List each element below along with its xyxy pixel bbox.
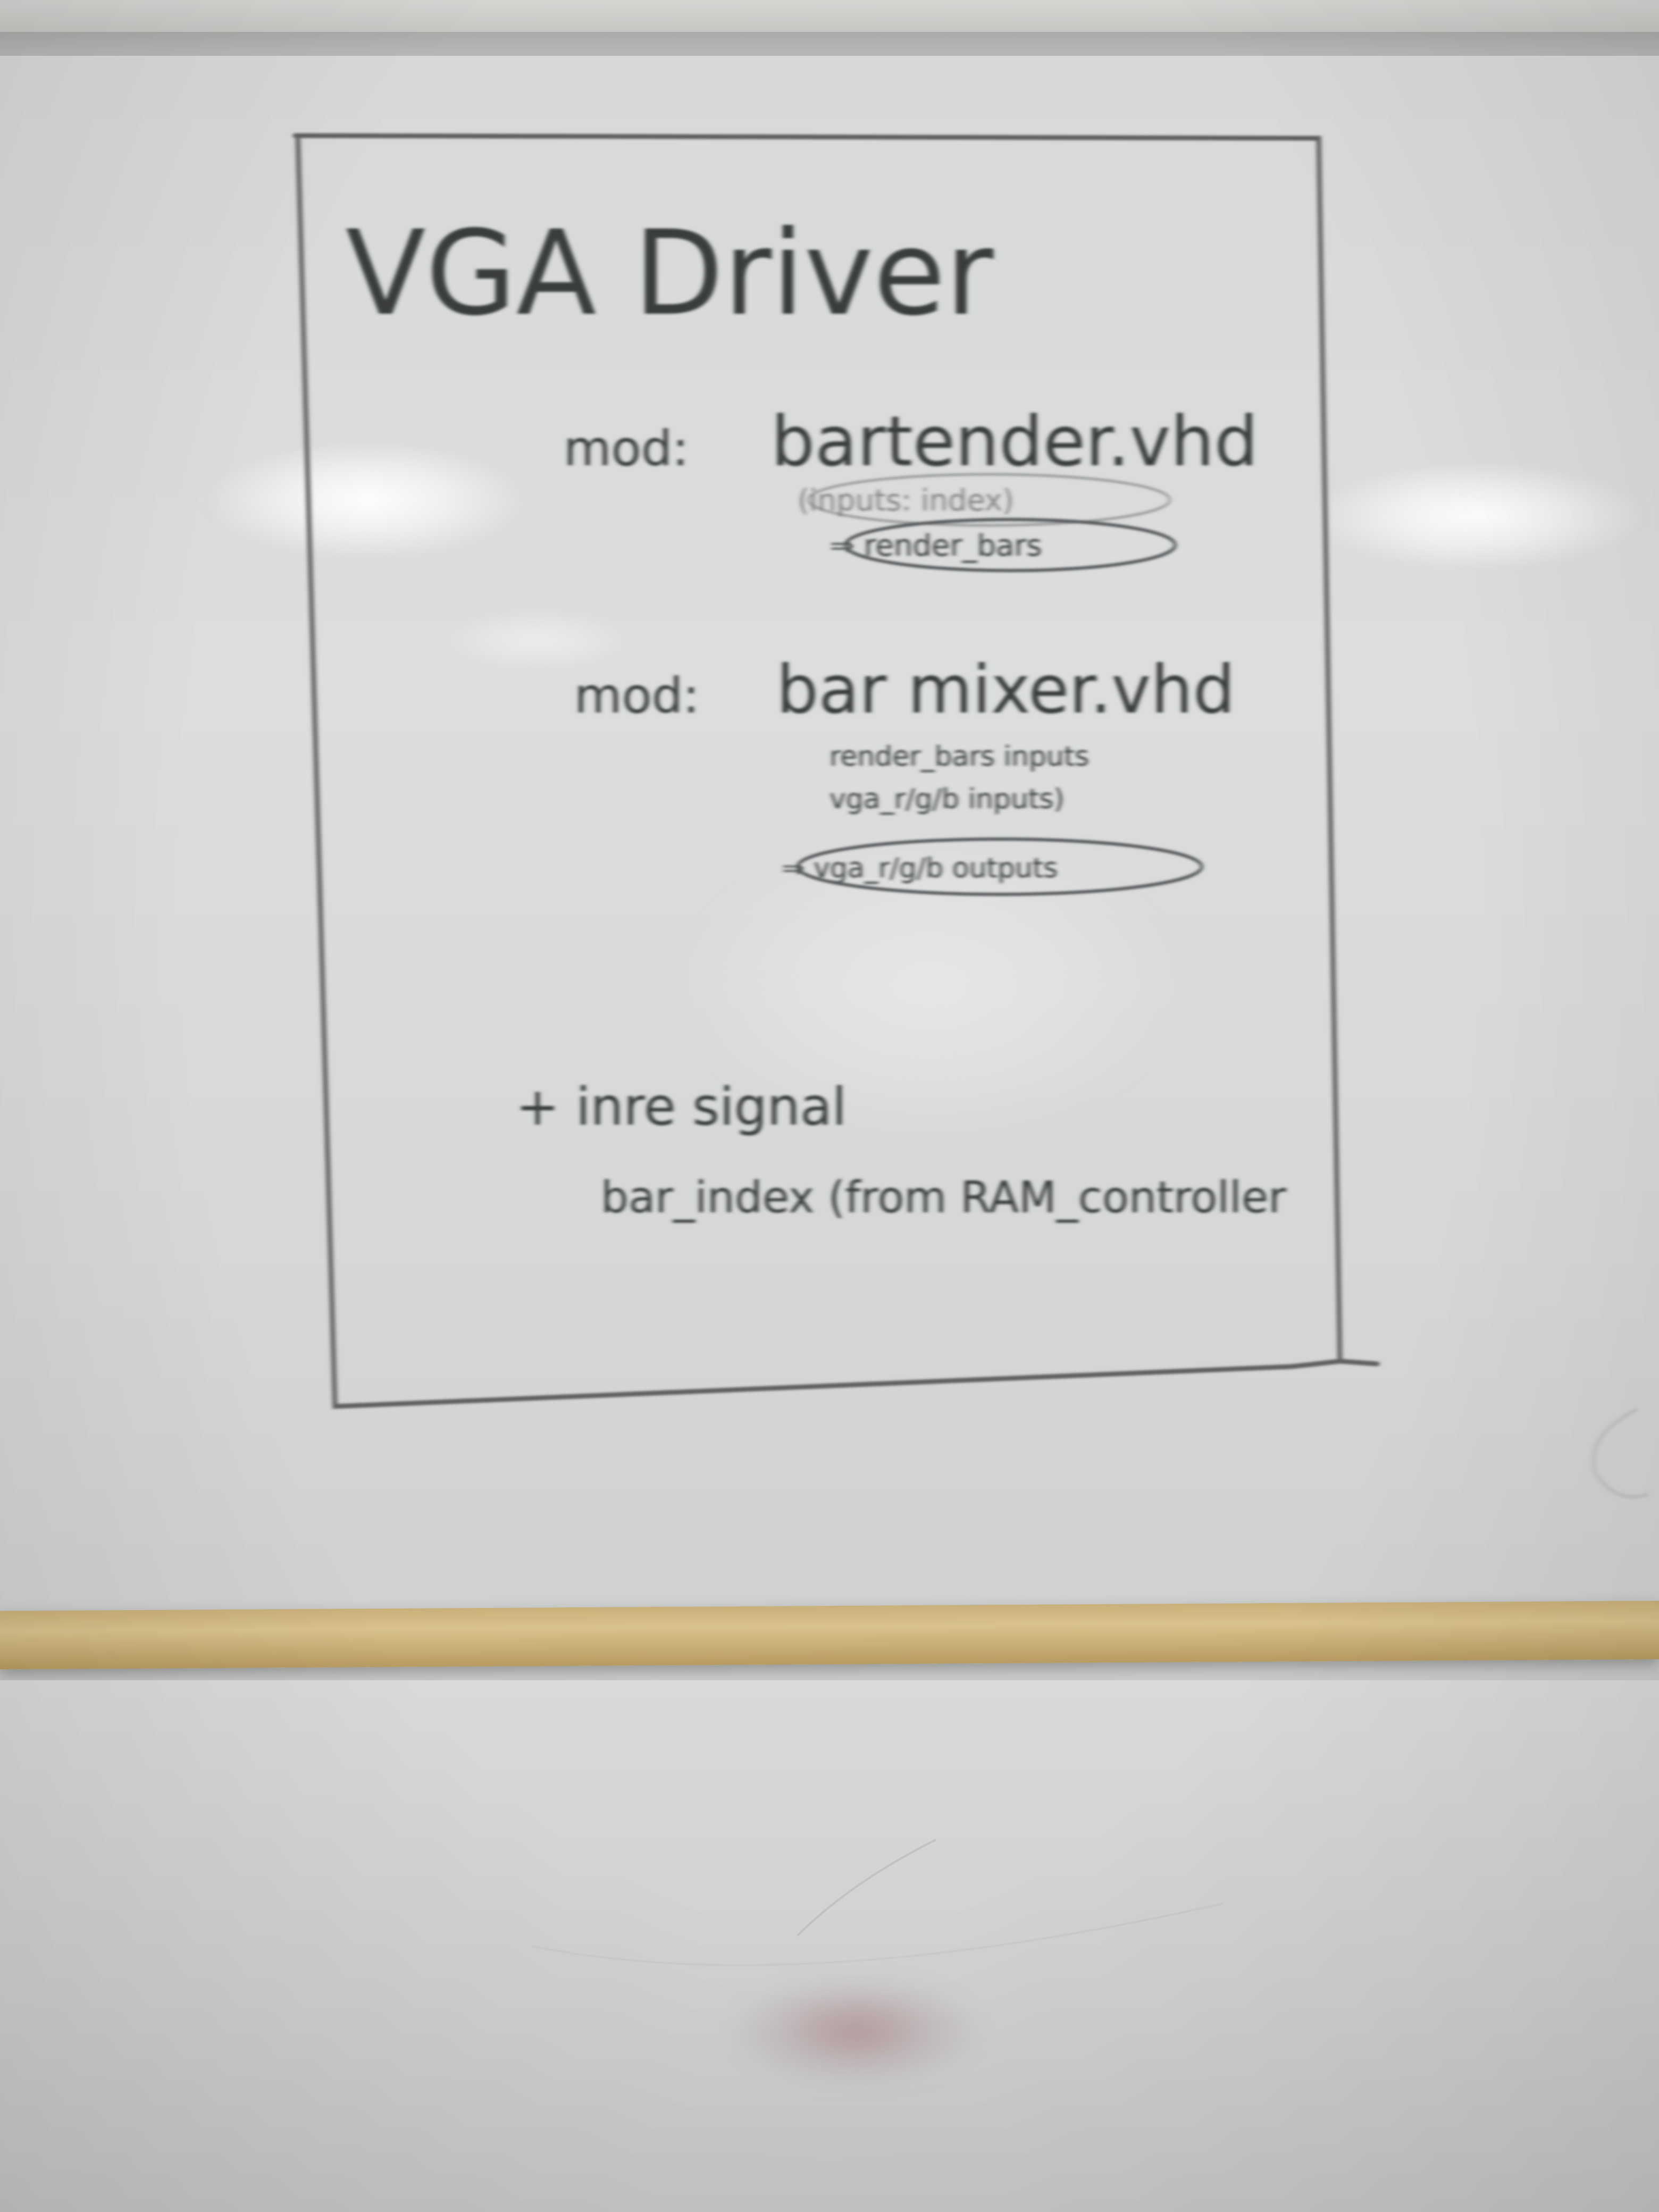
item-2-note-3-circle: [796, 837, 1203, 896]
light-reflection-center: [665, 827, 1196, 1146]
whiteboard-top-frame: [0, 32, 1659, 58]
addendum-line-1: + inre signal: [516, 1077, 847, 1137]
board-title: VGA Driver: [346, 205, 994, 341]
item-1-prefix: mod:: [564, 420, 689, 477]
item-2-note-1: render_bars inputs: [830, 741, 1089, 773]
lower-whiteboard: [0, 1680, 1659, 2212]
item-2-prefix: mod:: [574, 667, 699, 724]
addendum-line-2: bar_index (from RAM_controller: [601, 1172, 1286, 1223]
faint-scribbles: [531, 1839, 1224, 1966]
marker-smudge: [734, 1978, 978, 2084]
drawn-box: [292, 133, 1380, 1409]
item-1-note-1-circle: [807, 473, 1171, 527]
whiteboard: [0, 56, 1659, 1630]
faint-mark: [1591, 1407, 1649, 1499]
wall: [0, 0, 1659, 37]
item-1-filename: bartender.vhd: [771, 401, 1258, 482]
light-reflection-left-small: [436, 609, 638, 673]
item-2-note-2: vga_r/g/b inputs): [830, 783, 1065, 815]
marker-tray: [0, 1601, 1659, 1670]
light-reflection-right: [1308, 460, 1648, 572]
item-1-note-2-circle: [844, 518, 1177, 572]
item-2-note-3: ⇒ vga_r/g/b outputs: [782, 852, 1058, 884]
item-2-filename: bar mixer.vhd: [776, 651, 1235, 728]
light-reflection-left: [202, 439, 532, 561]
